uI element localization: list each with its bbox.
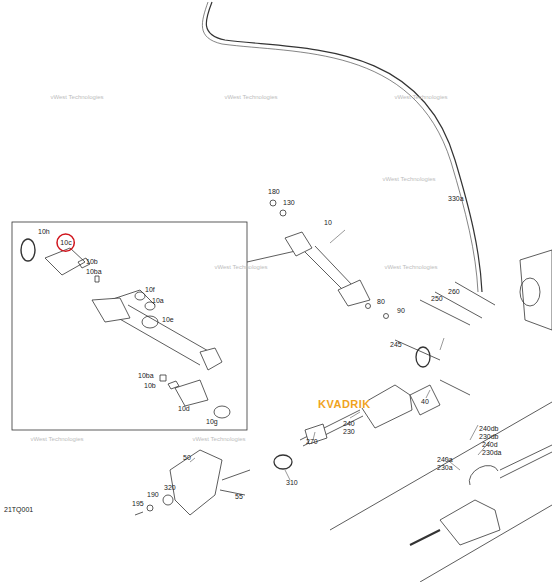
knuckle (170, 450, 222, 515)
bushing (135, 292, 145, 300)
cv-boot (469, 466, 498, 485)
flange (520, 278, 540, 306)
callout-number: 10e (162, 316, 174, 324)
stud (220, 470, 250, 495)
callout-number: 230db (479, 433, 498, 441)
bolt (395, 282, 495, 360)
callout-number: 330a (448, 195, 464, 203)
callout-number: 10a (152, 297, 164, 305)
callout-number: 195 (132, 500, 144, 508)
watermark: vWest Technologies (190, 436, 248, 443)
callout-number: 320 (164, 484, 176, 492)
figure-code: 21TQ001 (4, 506, 33, 514)
highlight-circle-outline (57, 234, 74, 251)
callout-number: 10h (38, 228, 50, 236)
drive-shaft (110, 290, 210, 365)
retaining-ring (274, 455, 292, 469)
callout-number: 10 (324, 219, 332, 227)
callout-number: 90 (397, 307, 405, 315)
watermark: vWest Technologies (382, 264, 440, 271)
gasket (416, 347, 430, 367)
callout-number: 260 (448, 288, 460, 296)
highlight-circle: 10c (56, 233, 75, 252)
bolt (270, 200, 276, 206)
axle-shaft (500, 445, 552, 478)
watermark: vWest Technologies (48, 94, 106, 101)
callout-number: 10f (145, 286, 155, 294)
logo-watermark: KVADRIK (317, 400, 372, 408)
bolt (440, 380, 470, 395)
cotter-pin (135, 512, 143, 515)
callout-number: 240db (479, 425, 498, 433)
boot (142, 316, 158, 328)
callout-number: 10c (56, 239, 75, 247)
callout-number: 230da (482, 449, 501, 457)
watermark: vWest Technologies (380, 176, 438, 183)
nut (384, 314, 389, 319)
cv-joint (410, 385, 440, 415)
callout-number: 310 (286, 479, 298, 487)
bolt (366, 304, 371, 309)
callout-number: 10ba (138, 372, 154, 380)
watermark: vWest Technologies (392, 94, 450, 101)
nut (163, 495, 173, 505)
flange-yoke (175, 380, 208, 406)
watermark: vWest Technologies (212, 264, 270, 271)
callout-number: 190 (147, 491, 159, 499)
washer (147, 505, 153, 511)
callout-number: 240a (437, 456, 453, 464)
watermark: vWest Technologies (222, 94, 280, 101)
yoke (92, 298, 130, 322)
callout-number: 10d (178, 405, 190, 413)
inset-pointer (247, 250, 300, 262)
breather-hose (206, 2, 482, 292)
cv-joint (440, 500, 500, 545)
yoke (338, 280, 370, 306)
watermark: vWest Technologies (28, 436, 86, 443)
callout-number: 10g (206, 418, 218, 426)
callout-number: 180 (268, 188, 280, 196)
callout-number: 80 (377, 298, 385, 306)
detail-frame (330, 402, 552, 582)
leader-line (190, 230, 490, 480)
breather-hose (202, 2, 478, 292)
callout-number: 245 (390, 341, 402, 349)
callout-number: 240d (482, 441, 498, 449)
callout-number: 270 (306, 438, 318, 446)
callout-number: 50 (183, 454, 191, 462)
axle-shaft (300, 410, 363, 446)
callout-number: 130 (283, 199, 295, 207)
clamp-ring (214, 406, 230, 418)
yoke (200, 348, 222, 370)
callout-number: 40 (421, 398, 429, 406)
inset-frame (12, 222, 247, 430)
callout-number: 240 (343, 420, 355, 428)
cross-joint (160, 375, 179, 389)
callout-number: 230 (343, 428, 355, 436)
stub-shaft (410, 530, 440, 545)
callout-number: 250 (431, 295, 443, 303)
callout-number: 10b (86, 258, 98, 266)
seal-ring (21, 239, 35, 261)
callout-number: 230a (437, 464, 453, 472)
callout-number: 55 (235, 493, 243, 501)
yoke (285, 232, 312, 256)
differential-housing (520, 250, 552, 330)
callout-number: 10b (144, 382, 156, 390)
callout-number: 10ba (86, 268, 102, 276)
washer (280, 210, 286, 216)
drive-shaft (305, 246, 353, 292)
